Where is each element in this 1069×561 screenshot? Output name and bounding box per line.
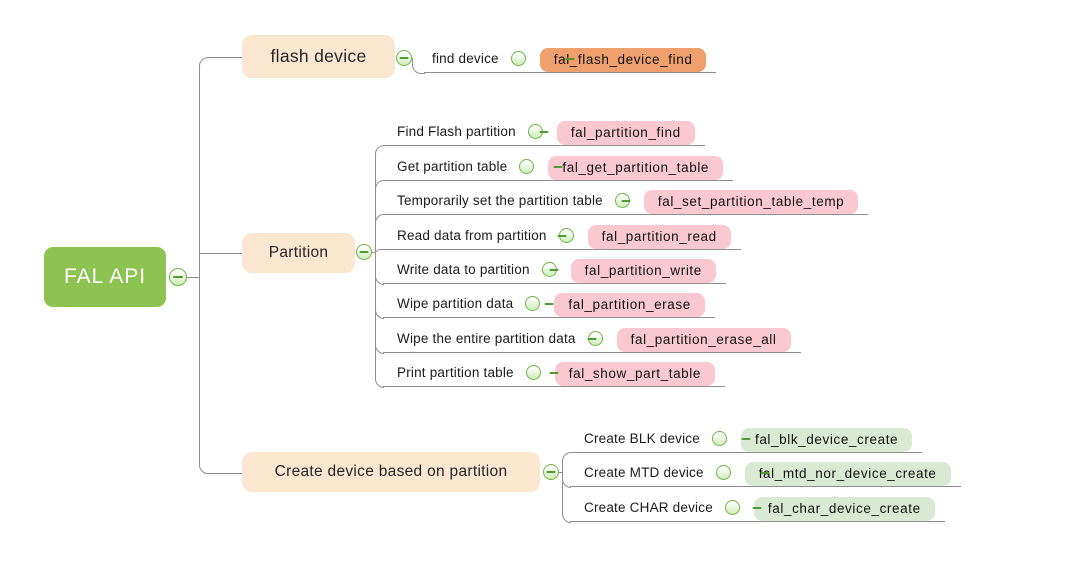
connector-root-flash: [199, 57, 244, 279]
collapse-icon[interactable]: [527, 124, 543, 139]
collapse-icon[interactable]: [525, 365, 541, 380]
collapse-icon[interactable]: [558, 228, 574, 243]
child-label[interactable]: Print partition table: [397, 365, 514, 380]
function-node[interactable]: fal_mtd_nor_device_create: [744, 462, 951, 486]
child-label[interactable]: Find Flash partition: [397, 124, 516, 139]
connector-root-stub: [187, 277, 199, 278]
child-label[interactable]: Create CHAR device: [584, 500, 713, 515]
child-label[interactable]: Get partition table: [397, 159, 508, 174]
branch-node-create-device[interactable]: Create device based on partition: [242, 452, 540, 492]
collapse-icon[interactable]: [525, 296, 541, 311]
child-label[interactable]: Create MTD device: [584, 465, 704, 480]
function-node[interactable]: fal_show_part_table: [554, 362, 715, 386]
collapse-icon[interactable]: [711, 431, 727, 446]
list-item: Find Flash partition fal_partition_find: [383, 118, 705, 146]
branch-node-partition[interactable]: Partition: [242, 233, 355, 273]
collapse-icon[interactable]: [614, 193, 630, 208]
child-label[interactable]: Read data from partition: [397, 228, 547, 243]
collapse-icon[interactable]: [396, 50, 412, 66]
list-item: Temporarily set the partition table fal_…: [383, 187, 869, 215]
function-node[interactable]: fal_char_device_create: [753, 497, 935, 521]
list-item: find device fal_flash_device_find: [424, 45, 717, 73]
function-node[interactable]: fal_get_partition_table: [548, 156, 724, 180]
list-item: Wipe the entire partition data fal_parti…: [383, 325, 801, 353]
collapse-icon[interactable]: [169, 268, 187, 286]
function-node[interactable]: fal_partition_erase_all: [616, 328, 791, 352]
child-label[interactable]: Create BLK device: [584, 431, 700, 446]
list-item: Create BLK device fal_blk_device_create: [570, 425, 923, 453]
connector-stub: [372, 252, 376, 253]
connector-root-partition: [199, 253, 243, 254]
function-node[interactable]: fal_partition_read: [587, 225, 731, 249]
root-node-fal-api[interactable]: FAL API: [44, 247, 166, 307]
collapse-icon[interactable]: [356, 244, 372, 260]
collapse-icon[interactable]: [519, 159, 535, 174]
list-item: Create MTD device fal_mtd_nor_device_cre…: [570, 459, 961, 487]
collapse-icon[interactable]: [724, 500, 740, 515]
function-node[interactable]: fal_blk_device_create: [740, 428, 913, 452]
list-item: Read data from partition fal_partition_r…: [383, 222, 741, 250]
child-label[interactable]: Wipe partition data: [397, 296, 514, 311]
list-item: Create CHAR device fal_char_device_creat…: [570, 494, 945, 522]
function-node[interactable]: fal_partition_erase: [554, 293, 705, 317]
collapse-icon[interactable]: [541, 262, 557, 277]
connector-stub: [559, 472, 563, 473]
branch-node-label: flash device: [270, 46, 367, 66]
list-item: Print partition table fal_show_part_tabl…: [383, 359, 725, 387]
child-label[interactable]: find device: [432, 51, 499, 66]
child-label[interactable]: Temporarily set the partition table: [397, 193, 603, 208]
child-label[interactable]: Wipe the entire partition data: [397, 331, 576, 346]
list-item: Get partition table fal_get_partition_ta…: [383, 153, 734, 181]
child-label[interactable]: Write data to partition: [397, 262, 530, 277]
function-node[interactable]: fal_partition_find: [556, 121, 695, 145]
branch-node-label: Partition: [268, 244, 329, 261]
root-node-label: FAL API: [63, 265, 147, 288]
collapse-icon[interactable]: [543, 464, 559, 480]
branch-node-flash-device[interactable]: flash device: [242, 35, 395, 78]
function-node[interactable]: fal_partition_write: [570, 259, 716, 283]
collapse-icon[interactable]: [715, 465, 731, 480]
collapse-icon[interactable]: [587, 331, 603, 346]
list-item: Wipe partition data fal_partition_erase: [383, 290, 715, 318]
collapse-icon[interactable]: [510, 51, 526, 66]
connector-root-create: [199, 277, 244, 474]
function-node[interactable]: fal_set_partition_table_temp: [643, 190, 859, 214]
branch-node-label: Create device based on partition: [274, 463, 508, 480]
list-item: Write data to partition fal_partition_wr…: [383, 256, 726, 284]
function-node[interactable]: fal_flash_device_find: [539, 48, 707, 72]
